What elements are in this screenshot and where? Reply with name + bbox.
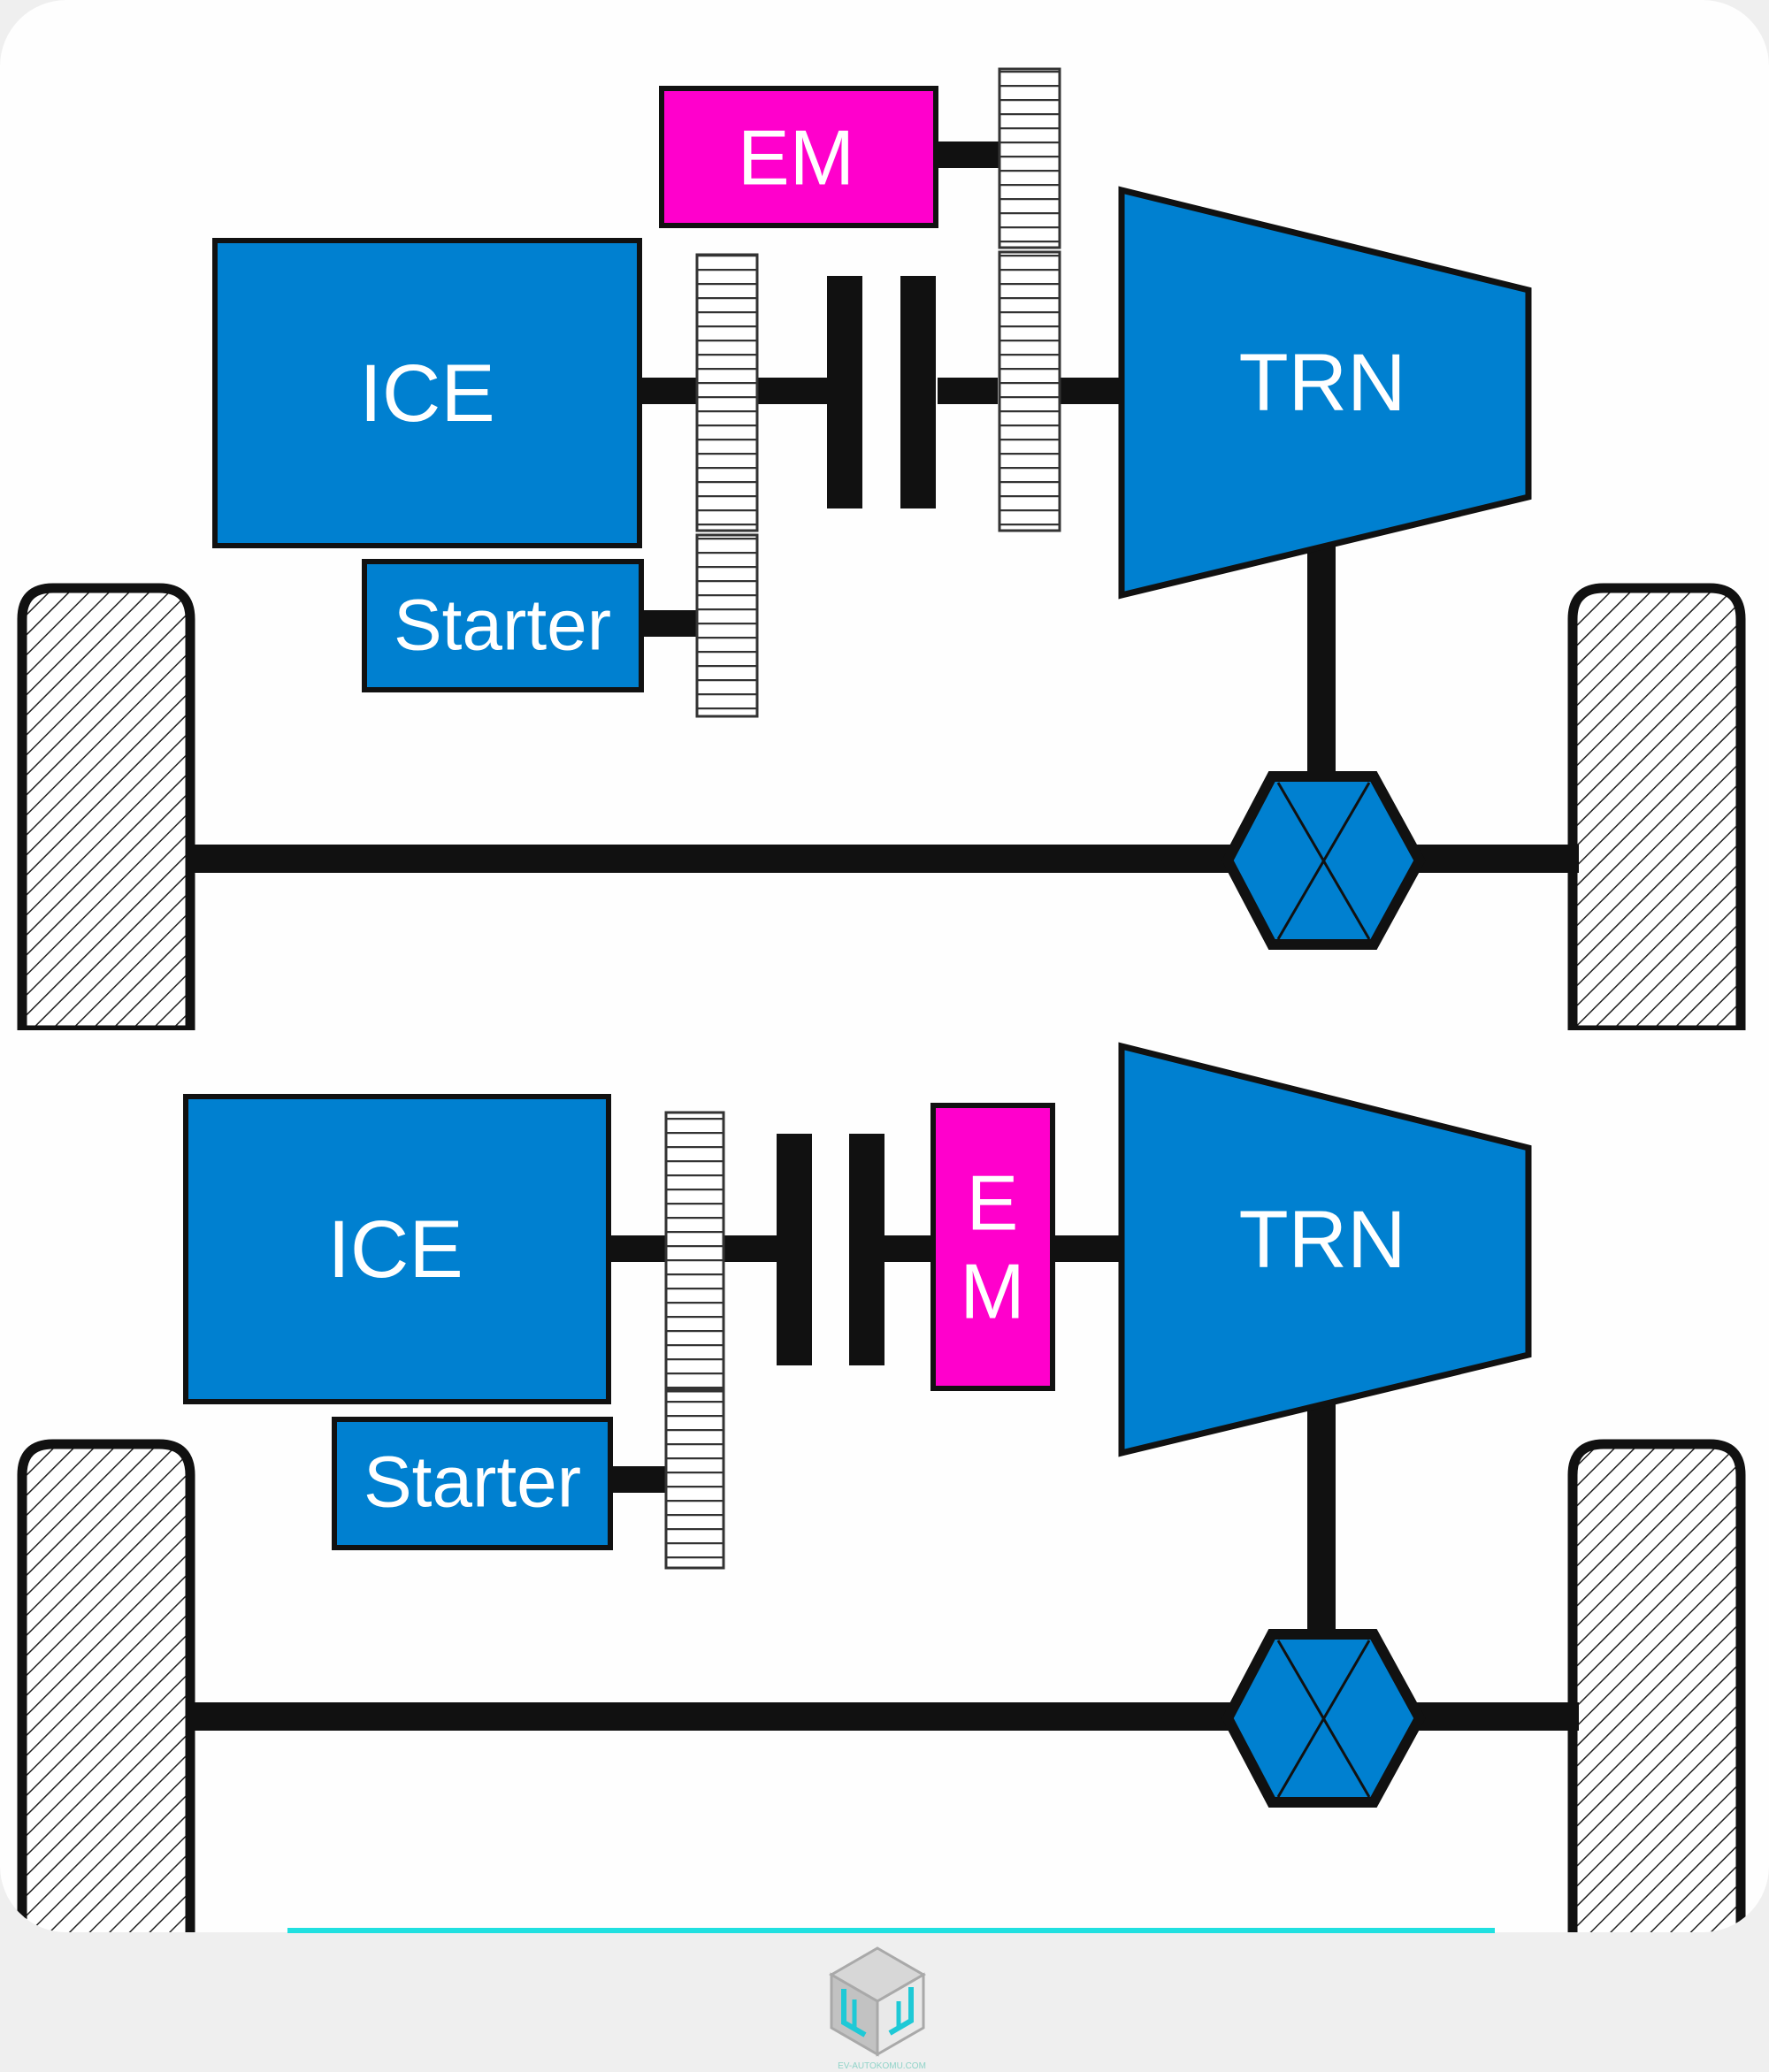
em-label-line1: E: [967, 1159, 1019, 1247]
ice-label: ICE: [327, 1204, 463, 1295]
bottom-powertrain-diagram: ICE E M Starter TRN: [17, 1042, 1746, 1932]
propeller-shaft: [1307, 531, 1336, 796]
transmission-label: TRN: [1238, 338, 1405, 428]
starter-ring-gear: [664, 1389, 725, 1570]
main-shaft-clutch-em: [884, 1235, 936, 1262]
clutch-plate-right: [900, 276, 936, 508]
ice-label: ICE: [359, 348, 494, 439]
em-shaft: [933, 141, 999, 168]
right-wheel: [1567, 1439, 1746, 1932]
right-wheel: [1567, 583, 1746, 1036]
watermark: EV-AUTOKOMU.COM: [828, 1946, 927, 2071]
starter-block: [332, 1417, 613, 1550]
top-powertrain-diagram: ICE EM Starter TRN: [17, 67, 1746, 1036]
transmission-block: [1118, 1042, 1532, 1457]
em-label: EM: [738, 114, 854, 202]
transmission-input-gear: [998, 250, 1061, 532]
main-shaft-em-trn: [1053, 1235, 1123, 1262]
transmission-block: [1118, 186, 1532, 600]
starter-ring-gear: [695, 533, 759, 718]
main-shaft-ice-gear: [637, 378, 699, 404]
starter-block: [362, 559, 644, 692]
watermark-text: EV-AUTOKOMU.COM: [838, 2061, 926, 2071]
main-shaft-clutch-gear: [938, 378, 998, 404]
main-shaft-gear-clutch: [752, 378, 827, 404]
clutch-plate-right: [849, 1134, 884, 1365]
main-shaft-gear-clutch: [721, 1235, 778, 1262]
differential-cross-b: [1276, 782, 1371, 940]
clutch-plate-left: [827, 276, 862, 508]
transmission-label: TRN: [1238, 1195, 1405, 1285]
ice-output-gear: [695, 253, 759, 532]
propeller-shaft: [1307, 1393, 1336, 1658]
cube-logo-icon: [828, 1946, 927, 2057]
starter-label: Starter: [394, 585, 611, 666]
accent-underline: [287, 1928, 1495, 1933]
starter-label: Starter: [364, 1442, 581, 1523]
main-shaft-gear-trn: [1057, 378, 1123, 404]
clutch-plate-left: [777, 1134, 812, 1365]
em-block: [659, 86, 938, 228]
panel-divider: [0, 1030, 1769, 1057]
em-block: [930, 1103, 1055, 1391]
left-wheel: [17, 583, 195, 1036]
starter-shaft: [609, 1466, 670, 1493]
starter-shaft: [641, 610, 703, 637]
em-gear: [998, 67, 1061, 249]
ice-block: [212, 238, 642, 548]
ice-block: [183, 1094, 611, 1404]
em-label-line2: M: [960, 1248, 1024, 1335]
left-wheel: [17, 1439, 195, 1932]
ice-output-gear: [664, 1111, 725, 1390]
differential-cross-b: [1276, 1640, 1371, 1798]
main-shaft-ice-gear: [606, 1235, 668, 1262]
